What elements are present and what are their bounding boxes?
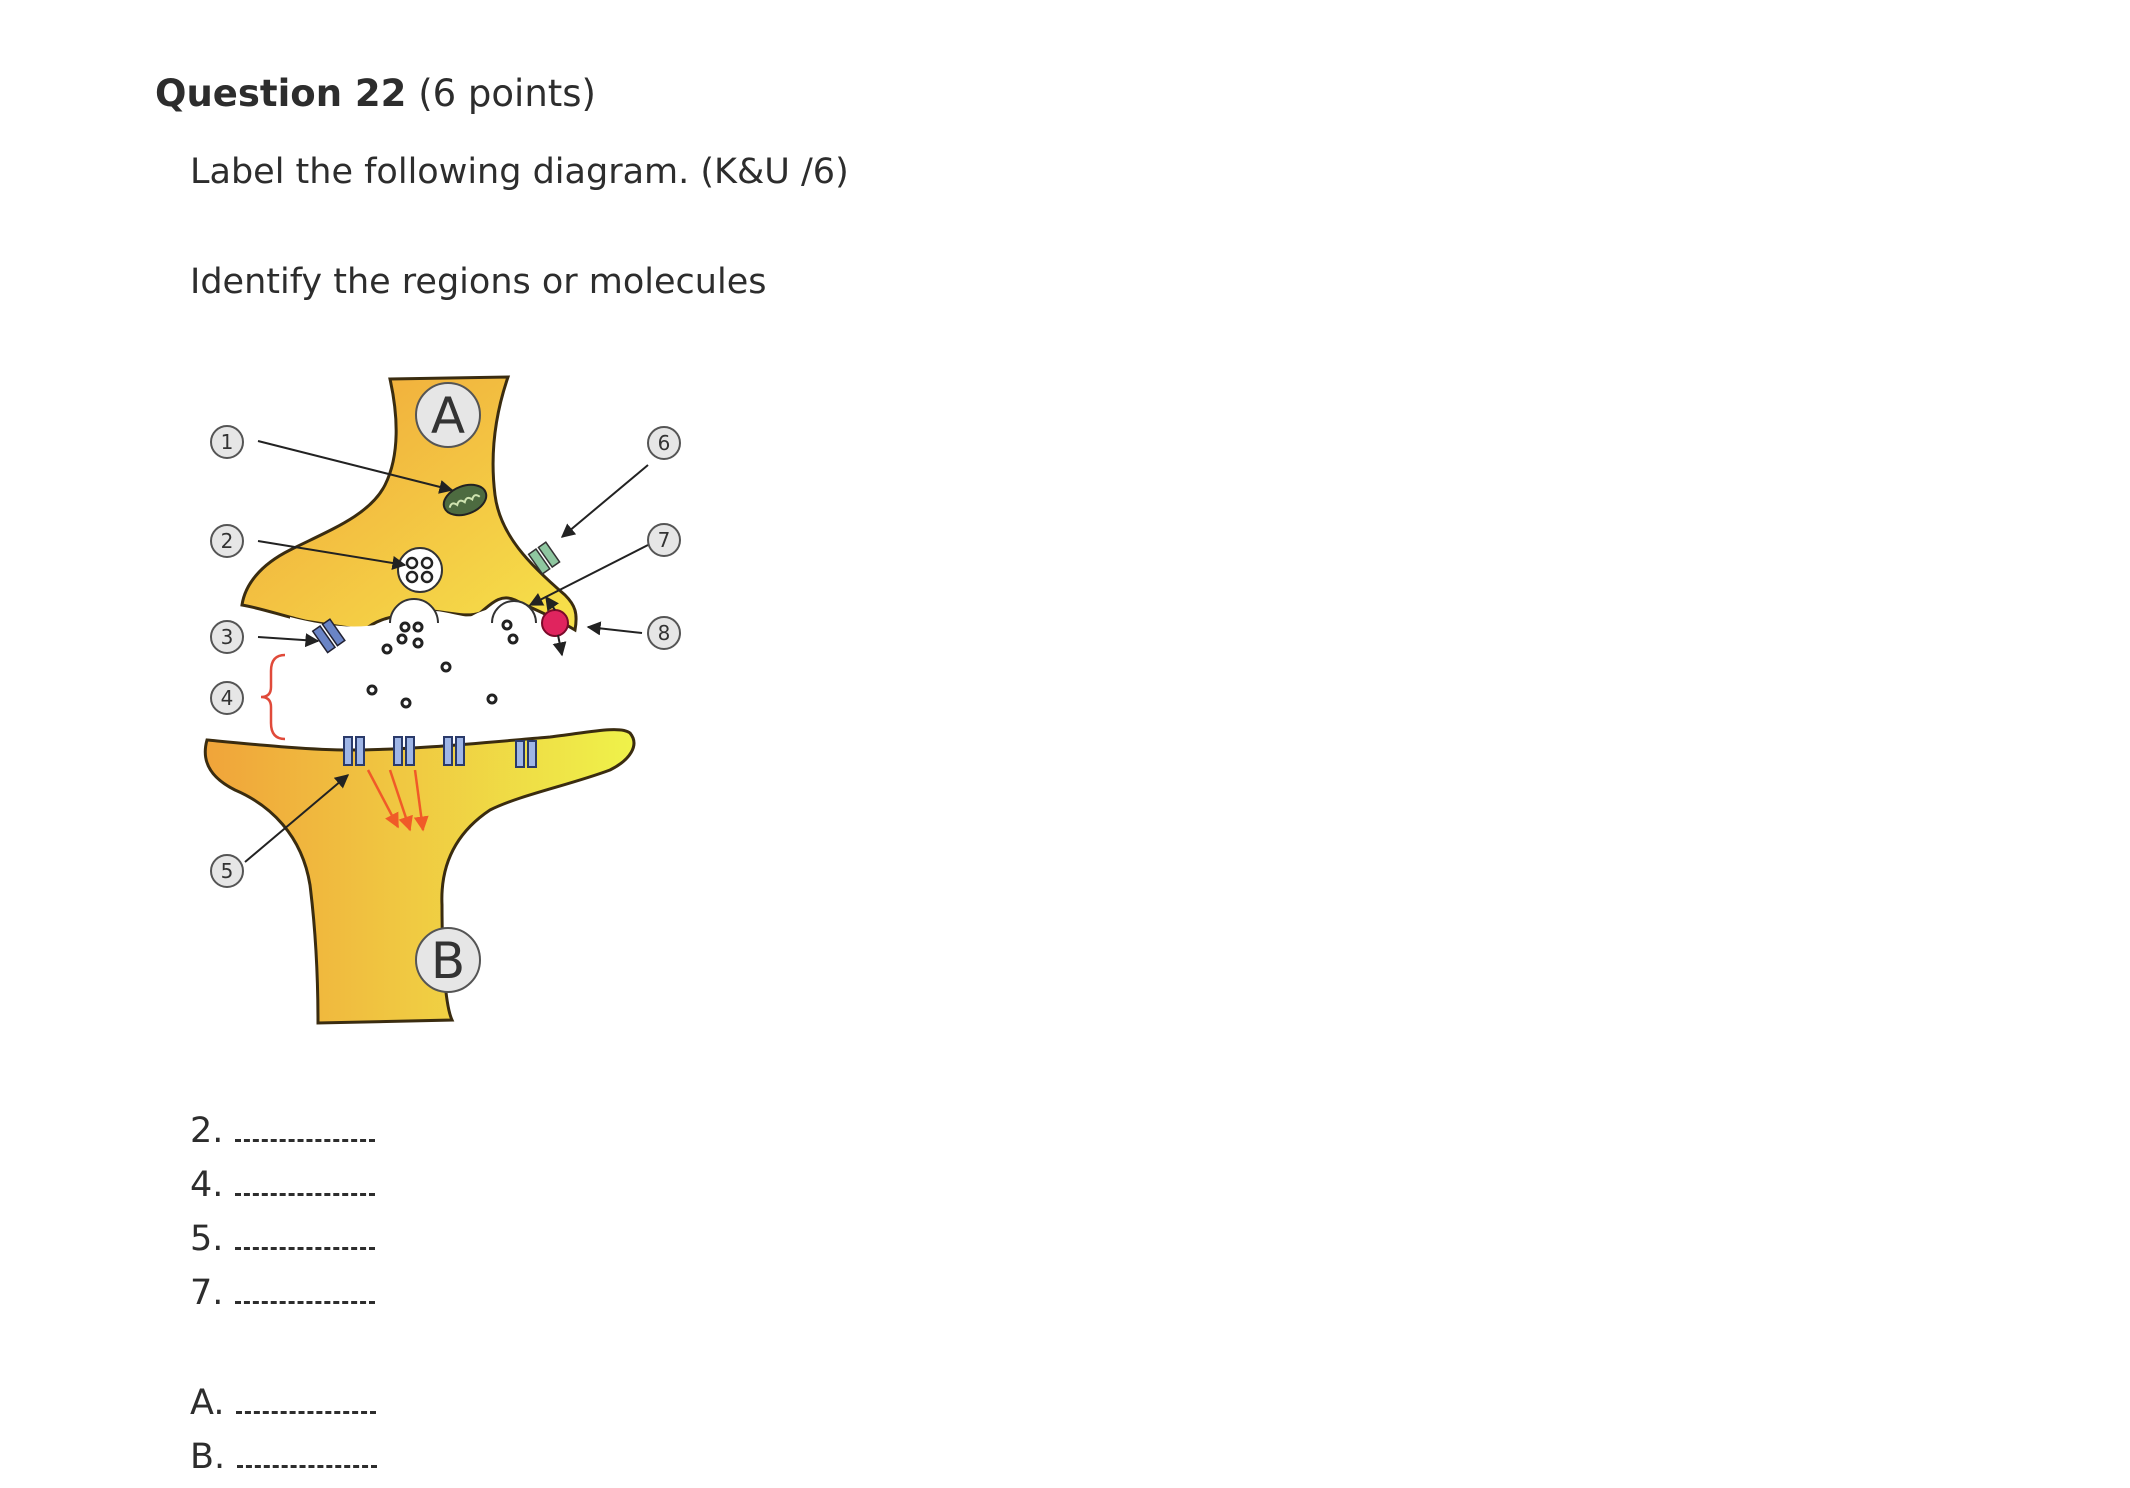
answer-blank[interactable]: [235, 1121, 376, 1142]
neurotransmitters: [366, 619, 519, 709]
question-number: Question 22: [155, 72, 407, 115]
answer-blank[interactable]: [235, 1229, 376, 1250]
answer-label: 5.: [190, 1219, 224, 1259]
svg-text:3: 3: [221, 625, 234, 649]
svg-text:6: 6: [658, 431, 671, 455]
synapse-diagram: A B: [190, 365, 710, 1045]
callout-6: 6: [647, 426, 681, 460]
question-points: (6 points): [418, 72, 596, 115]
degrading-enzyme: [541, 609, 569, 637]
answer-label: 7.: [190, 1273, 224, 1313]
region-a-letter: A: [431, 387, 465, 445]
svg-text:5: 5: [221, 859, 234, 883]
svg-text:1: 1: [221, 430, 234, 454]
callout-5: 5: [210, 854, 244, 888]
answer-row-b[interactable]: B.: [190, 1430, 378, 1484]
svg-text:4: 4: [221, 686, 234, 710]
callout-2: 2: [210, 524, 244, 558]
callout-8: 8: [647, 616, 681, 650]
instruction-label-diagram: Label the following diagram. (K&U /6): [190, 152, 849, 192]
answer-row-7[interactable]: 7.: [190, 1266, 376, 1320]
reuptake-pump: [527, 541, 561, 575]
postsynaptic-neuron: [203, 728, 636, 1025]
region-b-badge: [415, 927, 481, 993]
answer-blank[interactable]: [235, 1175, 376, 1196]
svg-text:8: 8: [658, 621, 671, 645]
svg-text:2: 2: [221, 529, 234, 553]
answer-label: A.: [190, 1383, 225, 1423]
svg-text:7: 7: [658, 528, 671, 552]
callout-4: 4: [210, 681, 244, 715]
callout-7: 7: [647, 523, 681, 557]
signal-arrows: [366, 769, 429, 832]
region-a-badge: [415, 382, 481, 448]
synaptic-vesicle: [397, 547, 443, 593]
region-b-letter: B: [431, 932, 465, 990]
answer-blank[interactable]: [237, 1447, 378, 1468]
numbered-answers: 2. 4. 5. 7.: [190, 1104, 376, 1320]
synapse-svg: A B: [203, 375, 681, 1025]
question-header: Question 22 (6 points): [155, 72, 596, 115]
answer-label: 4.: [190, 1165, 224, 1205]
autoreceptor: [311, 618, 346, 654]
callout-3: 3: [210, 620, 244, 654]
answer-row-4[interactable]: 4.: [190, 1158, 376, 1212]
synaptic-cleft: [290, 607, 530, 685]
answer-row-a[interactable]: A.: [190, 1376, 377, 1430]
answer-row-5[interactable]: 5.: [190, 1212, 376, 1266]
postsynaptic-receptors: [343, 736, 537, 768]
answer-blank[interactable]: [236, 1393, 377, 1414]
cleft-bracket: [260, 653, 286, 741]
presynaptic-terminal: [240, 375, 578, 633]
answer-label: 2.: [190, 1111, 224, 1151]
answer-blank[interactable]: [235, 1283, 376, 1304]
lettered-answers: A. B.: [190, 1376, 378, 1484]
callout-1: 1: [210, 425, 244, 459]
instruction-identify: Identify the regions or molecules: [190, 262, 767, 302]
answer-row-2[interactable]: 2.: [190, 1104, 376, 1158]
answer-label: B.: [190, 1437, 226, 1477]
